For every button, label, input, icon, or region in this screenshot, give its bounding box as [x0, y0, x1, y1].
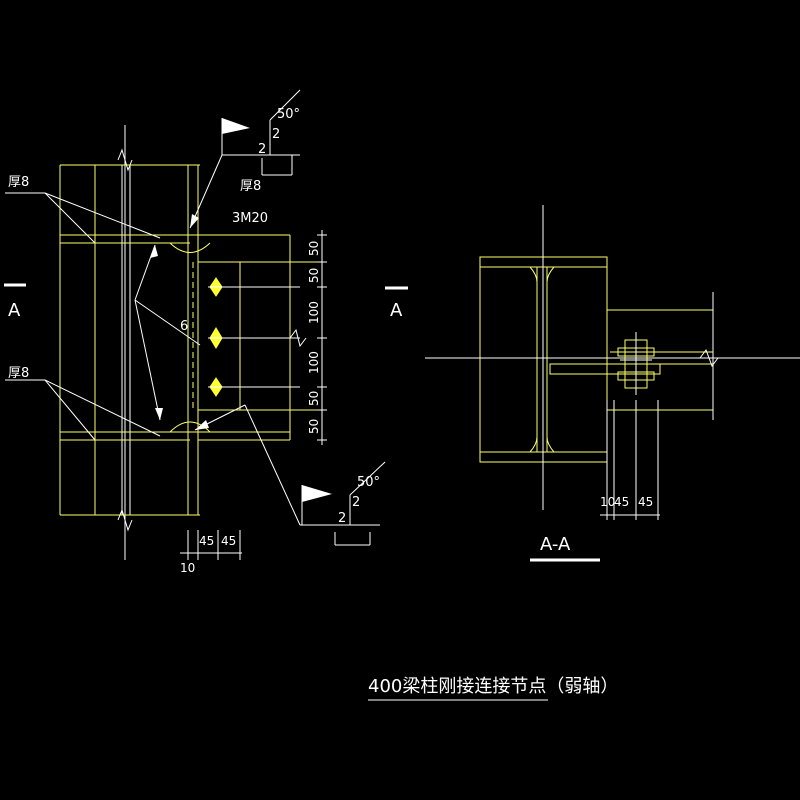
weld-bottom-angle: 50°	[357, 475, 380, 490]
arrow-icon	[155, 408, 163, 420]
plate-note-bottom: 厚8	[8, 366, 29, 381]
aa-bottom-dim-1: 10	[600, 495, 615, 509]
bottom-dim-small: 10	[180, 561, 195, 575]
bottom-dim-2: 45	[221, 534, 236, 548]
section-title: A-A	[540, 534, 571, 555]
aa-bottom-dim-2: 45	[614, 495, 629, 509]
plate-note-stiffener: 厚8	[240, 179, 261, 194]
arrow-icon	[150, 245, 158, 258]
weld-top-size-a: 2	[272, 127, 280, 142]
left-elevation-view: A A 厚8 厚8 厚8 3M20 6 50° 2 2 50° 2 2 50 5…	[4, 89, 408, 575]
plate-note-top: 厚8	[8, 175, 29, 190]
arrow-icon	[195, 420, 209, 430]
bolt-icon	[209, 277, 223, 397]
flag-icon	[222, 118, 250, 134]
vdim-6: 50	[307, 419, 321, 434]
vdim-4: 100	[307, 351, 321, 374]
vdim-2: 50	[307, 268, 321, 283]
weld-bottom-size-a: 2	[352, 495, 360, 510]
section-mark-left: A	[8, 300, 21, 321]
vdim-3: 100	[307, 301, 321, 324]
section-mark-right: A	[390, 300, 403, 321]
vdim-1: 50	[307, 241, 321, 256]
bottom-dim-1: 45	[199, 534, 214, 548]
weld-size-label: 6	[180, 319, 188, 334]
flag-icon	[302, 485, 332, 502]
arrow-icon	[190, 214, 199, 228]
section-view-a-a: 10 45 45 A-A	[425, 205, 800, 562]
weld-top-angle: 50°	[277, 107, 300, 122]
aa-bottom-dim-3: 45	[638, 495, 653, 509]
weld-bottom-size-b: 2	[338, 511, 346, 526]
weld-top-size-b: 2	[258, 142, 266, 157]
drawing-title-block: 400梁柱刚接连接节点（弱轴）	[368, 676, 618, 701]
bolt-note: 3M20	[232, 211, 268, 226]
bolt-icon	[617, 332, 655, 395]
vdim-5: 50	[307, 391, 321, 406]
drawing-title: 400梁柱刚接连接节点（弱轴）	[368, 676, 618, 697]
